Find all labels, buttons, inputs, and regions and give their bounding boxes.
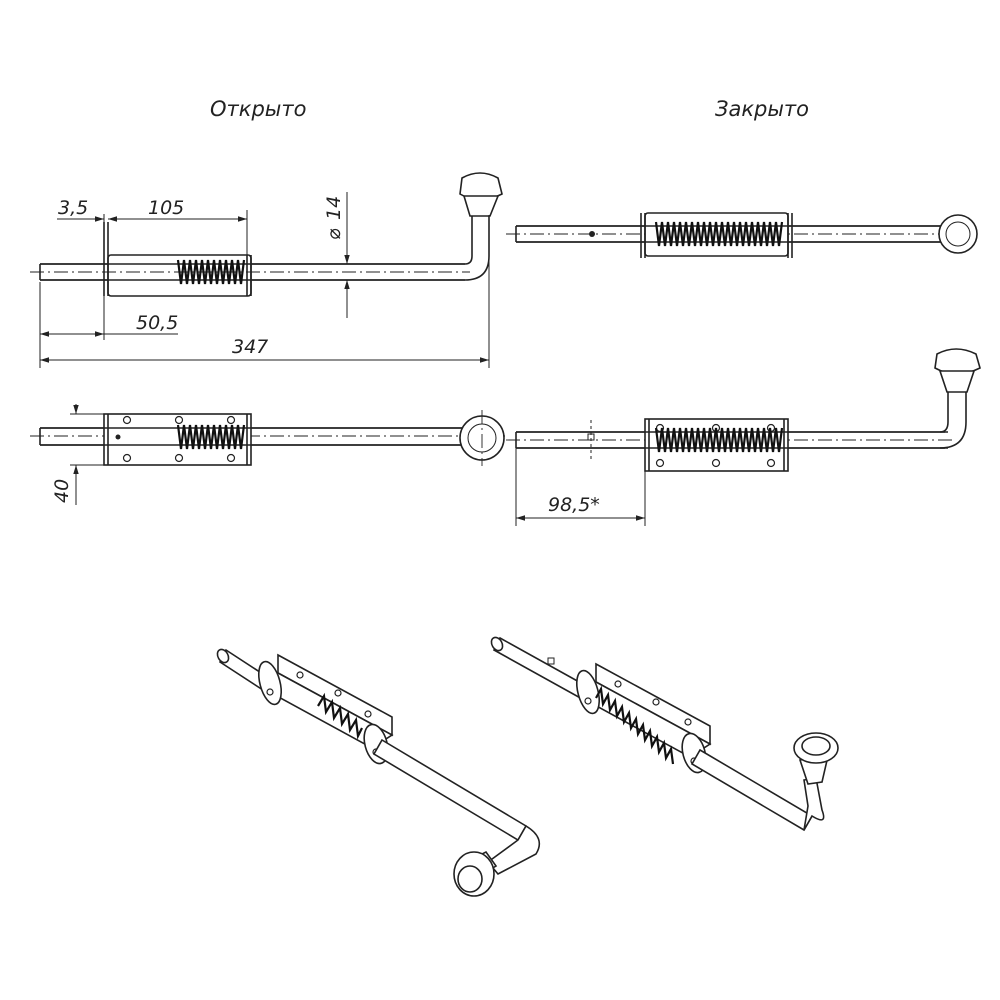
closed-front-view: 98,5*: [506, 348, 981, 526]
knob-end-icon: [938, 214, 978, 254]
spring-icon: [176, 424, 246, 450]
closed-view-title: Закрыто: [715, 97, 809, 121]
open-front-view: 3,5 105 ⌀ 14 50,5 347: [30, 172, 503, 368]
spring-icon: [654, 427, 784, 453]
dimension-98-5: 98,5*: [548, 494, 600, 516]
dimension-3-5: 3,5: [58, 197, 88, 219]
open-view-title: Открыто: [210, 97, 306, 121]
isometric-closed-view: [490, 636, 839, 832]
spring-icon: [317, 692, 363, 740]
dimension-347: 347: [232, 336, 268, 358]
spring-icon: [654, 221, 784, 247]
isometric-open-view: [216, 648, 541, 897]
open-top-view: 40: [30, 404, 505, 505]
spring-icon: [176, 259, 246, 285]
dimension-50-5: 50,5: [136, 312, 178, 334]
spring-icon: [595, 685, 675, 765]
diameter-symbol-icon: ⌀: [323, 228, 345, 240]
closed-top-view: [506, 212, 978, 258]
dimension-diameter-14: 14: [323, 196, 345, 220]
dimension-105: 105: [148, 197, 184, 219]
dimension-40: 40: [51, 479, 73, 503]
